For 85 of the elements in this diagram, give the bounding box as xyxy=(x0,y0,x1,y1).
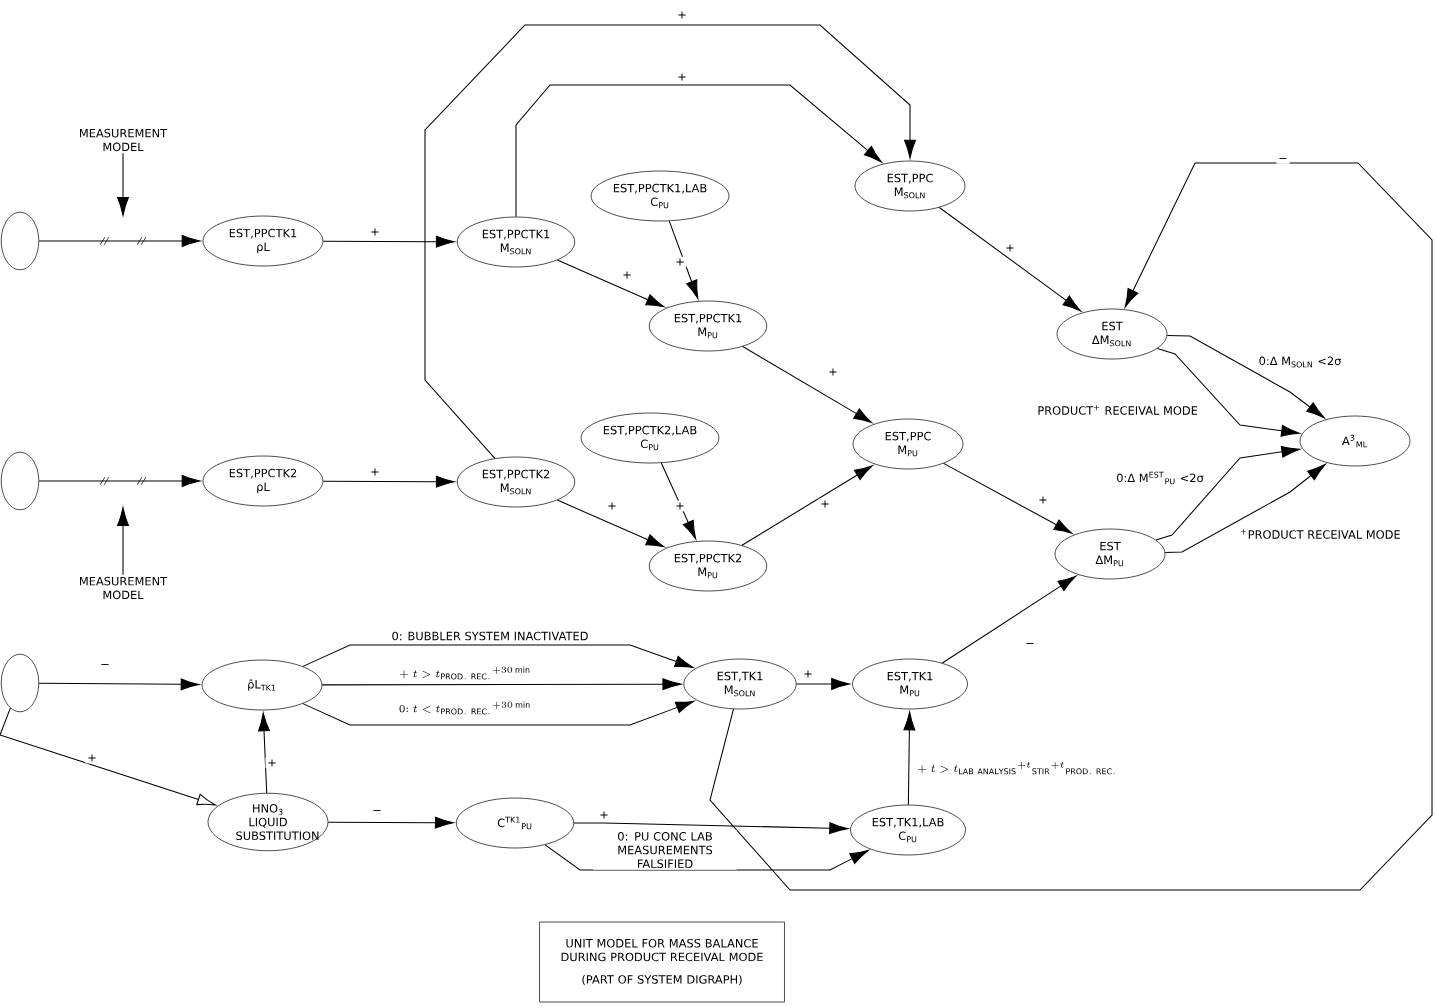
arrow xyxy=(424,24,916,459)
ellipse-node: EST,PPCTK1 M$_{SOLN}$ xyxy=(456,216,576,268)
arrow xyxy=(938,206,1082,312)
ellipse-node: EST ΔM$_{SOLN}$ xyxy=(1056,308,1168,360)
arrow xyxy=(38,235,201,247)
edge-label: $^{+}$PRODUCT RECEIVAL MODE xyxy=(1238,527,1403,541)
arrow xyxy=(321,678,682,691)
edge-label: + xyxy=(826,366,840,378)
arrow xyxy=(302,644,694,668)
arrow xyxy=(660,462,697,540)
arrow xyxy=(556,259,665,308)
arrow xyxy=(941,575,1077,664)
ellipse-node xyxy=(0,211,40,271)
ellipse-node: EST,PPCTK2,LAB C$_{PU}$ xyxy=(580,412,720,464)
edge-label: − xyxy=(1276,156,1290,164)
edge-label: + xyxy=(673,500,687,512)
arrow xyxy=(556,499,665,548)
arrow xyxy=(327,816,454,829)
arrow xyxy=(741,465,873,546)
ellipse-node: EST,TK1 M$_{SOLN}$ xyxy=(683,658,797,710)
edge-label: + xyxy=(673,256,687,268)
ellipse-node: EST,PPCTK2 ρL xyxy=(202,455,324,507)
edge-label: $+\ t>t_{\mathrm{LAB\ ANALYSIS}}{}^{+t}{}_{\mathrm{STIR}}{}^{+t}{}_{\mathrm{PROD.\ REC.}}$ xyxy=(915,759,1119,777)
ellipse-node: ρ̂L$_{TK1}$ xyxy=(201,659,323,711)
caption-box: UNIT MODEL FOR MASS BALANCE DURING PRODUCT RECEIVAL MODE (PART OF SYSTEM DIGRAPH) xyxy=(539,921,785,1003)
edge-label: $+\ t>t_{\mathrm{PROD.\ REC.}}{}^{+30\,\mathrm{min}}$ xyxy=(397,664,533,682)
arrow xyxy=(322,475,455,488)
arrow xyxy=(903,711,916,806)
edge-label: − xyxy=(1023,641,1037,649)
arrow xyxy=(796,678,850,690)
edge-label: + xyxy=(605,500,619,512)
arrow xyxy=(943,462,1073,534)
ellipse-node: EST,PPCTK1,LAB C$_{PU}$ xyxy=(590,170,730,222)
arrow xyxy=(544,844,869,871)
text-label: MEASUREMENT MODEL xyxy=(80,576,168,600)
arrow xyxy=(117,507,129,576)
arrow xyxy=(573,822,849,835)
arrow xyxy=(0,707,216,806)
edge-label: + xyxy=(675,71,689,83)
edge-label: + xyxy=(1003,242,1017,254)
arrow xyxy=(1155,445,1301,541)
arrow xyxy=(515,84,882,218)
edge-label: − xyxy=(370,808,384,816)
ellipse-node: EST ΔM$_{PU}$ xyxy=(1054,528,1166,580)
ellipse-node: EST,TK1 M$_{PU}$ xyxy=(852,658,968,710)
arrow xyxy=(302,700,695,726)
ellipse-node: HNO$_{3}$ LIQUID SUBSTITUTION xyxy=(207,792,329,852)
edge-label: + xyxy=(801,668,815,680)
arrow xyxy=(38,678,200,691)
ellipse-node xyxy=(0,451,40,511)
arrow xyxy=(258,712,270,794)
ellipse-node xyxy=(0,653,40,713)
ellipse-node: EST,PPC M$_{PU}$ xyxy=(852,418,964,470)
edge-label: 0:Δ M$^{EST}$$_{PU}$ <2σ xyxy=(1114,469,1206,487)
ellipse-node: EST,PPCTK2 M$_{PU}$ xyxy=(648,540,768,592)
arrow xyxy=(38,475,201,487)
edge-label: 0:Δ M$_{SOLN}$ <2σ xyxy=(1256,354,1344,370)
edge-label: 0: BUBBLER SYSTEM INACTIVATED xyxy=(389,629,591,643)
edge-label: 0: PU CONC LAB MEASUREMENTS FALSIFIED xyxy=(593,830,737,870)
edge-label: + xyxy=(675,9,689,21)
edge-label: + xyxy=(85,752,99,764)
edge-label: + xyxy=(368,466,382,478)
edge-label: PRODUCT$^{+}$ RECEIVAL MODE xyxy=(1035,403,1200,417)
arrow xyxy=(1164,464,1326,553)
arrow xyxy=(1156,347,1300,437)
edge-label: + xyxy=(818,498,832,510)
edge-label: − xyxy=(98,662,112,670)
edge-label: + xyxy=(620,269,634,281)
edge-label: $0{:}\ t<t_{\mathrm{PROD.\ REC.}}{}^{+30\,\mathrm{min}}$ xyxy=(397,699,533,717)
edge-label: + xyxy=(597,809,611,821)
arrow xyxy=(117,152,129,216)
ellipse-node: EST,PPCTK1 M$_{PU}$ xyxy=(648,300,768,352)
edge-label: + xyxy=(368,226,382,238)
arrow xyxy=(1166,334,1325,419)
edge-label: + xyxy=(265,757,279,769)
arrow xyxy=(709,162,1433,891)
edge-label: + xyxy=(1036,494,1050,506)
arrow xyxy=(322,235,455,248)
text-label: MEASUREMENT MODEL xyxy=(80,128,168,152)
ellipse-node: EST,TK1,LAB C$_{PU}$ xyxy=(850,804,966,856)
arrow xyxy=(742,346,873,424)
arrow xyxy=(668,220,699,299)
ellipse-node: EST,PPCTK2 M$_{SOLN}$ xyxy=(456,456,576,508)
ellipse-node: EST,PPCTK1 ρL xyxy=(202,215,324,267)
ellipse-node: EST,PPC M$_{SOLN}$ xyxy=(854,160,966,212)
